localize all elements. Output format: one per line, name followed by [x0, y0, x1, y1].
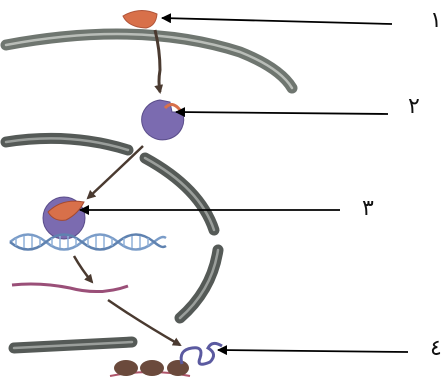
process-arrow-nuclear-entry [88, 146, 143, 198]
process-arrow-transcription [74, 256, 92, 282]
mrna-strand [12, 284, 128, 292]
pointer-arrow-4 [218, 350, 408, 352]
label-1: ١ [430, 10, 442, 32]
pointer-arrow-2 [176, 112, 388, 114]
ribosomes [110, 360, 190, 376]
hormone-receptor-complex [43, 197, 85, 239]
label-3: ٣ [362, 198, 374, 220]
label-2: ٢ [408, 96, 420, 118]
cell-membrane [6, 34, 292, 88]
label-4: ٤ [430, 338, 442, 360]
new-protein [181, 343, 222, 364]
receptor-protein [142, 100, 184, 140]
dna-double-helix [10, 235, 166, 250]
hormone-molecule [123, 10, 157, 28]
pointer-arrow-1 [162, 18, 392, 24]
